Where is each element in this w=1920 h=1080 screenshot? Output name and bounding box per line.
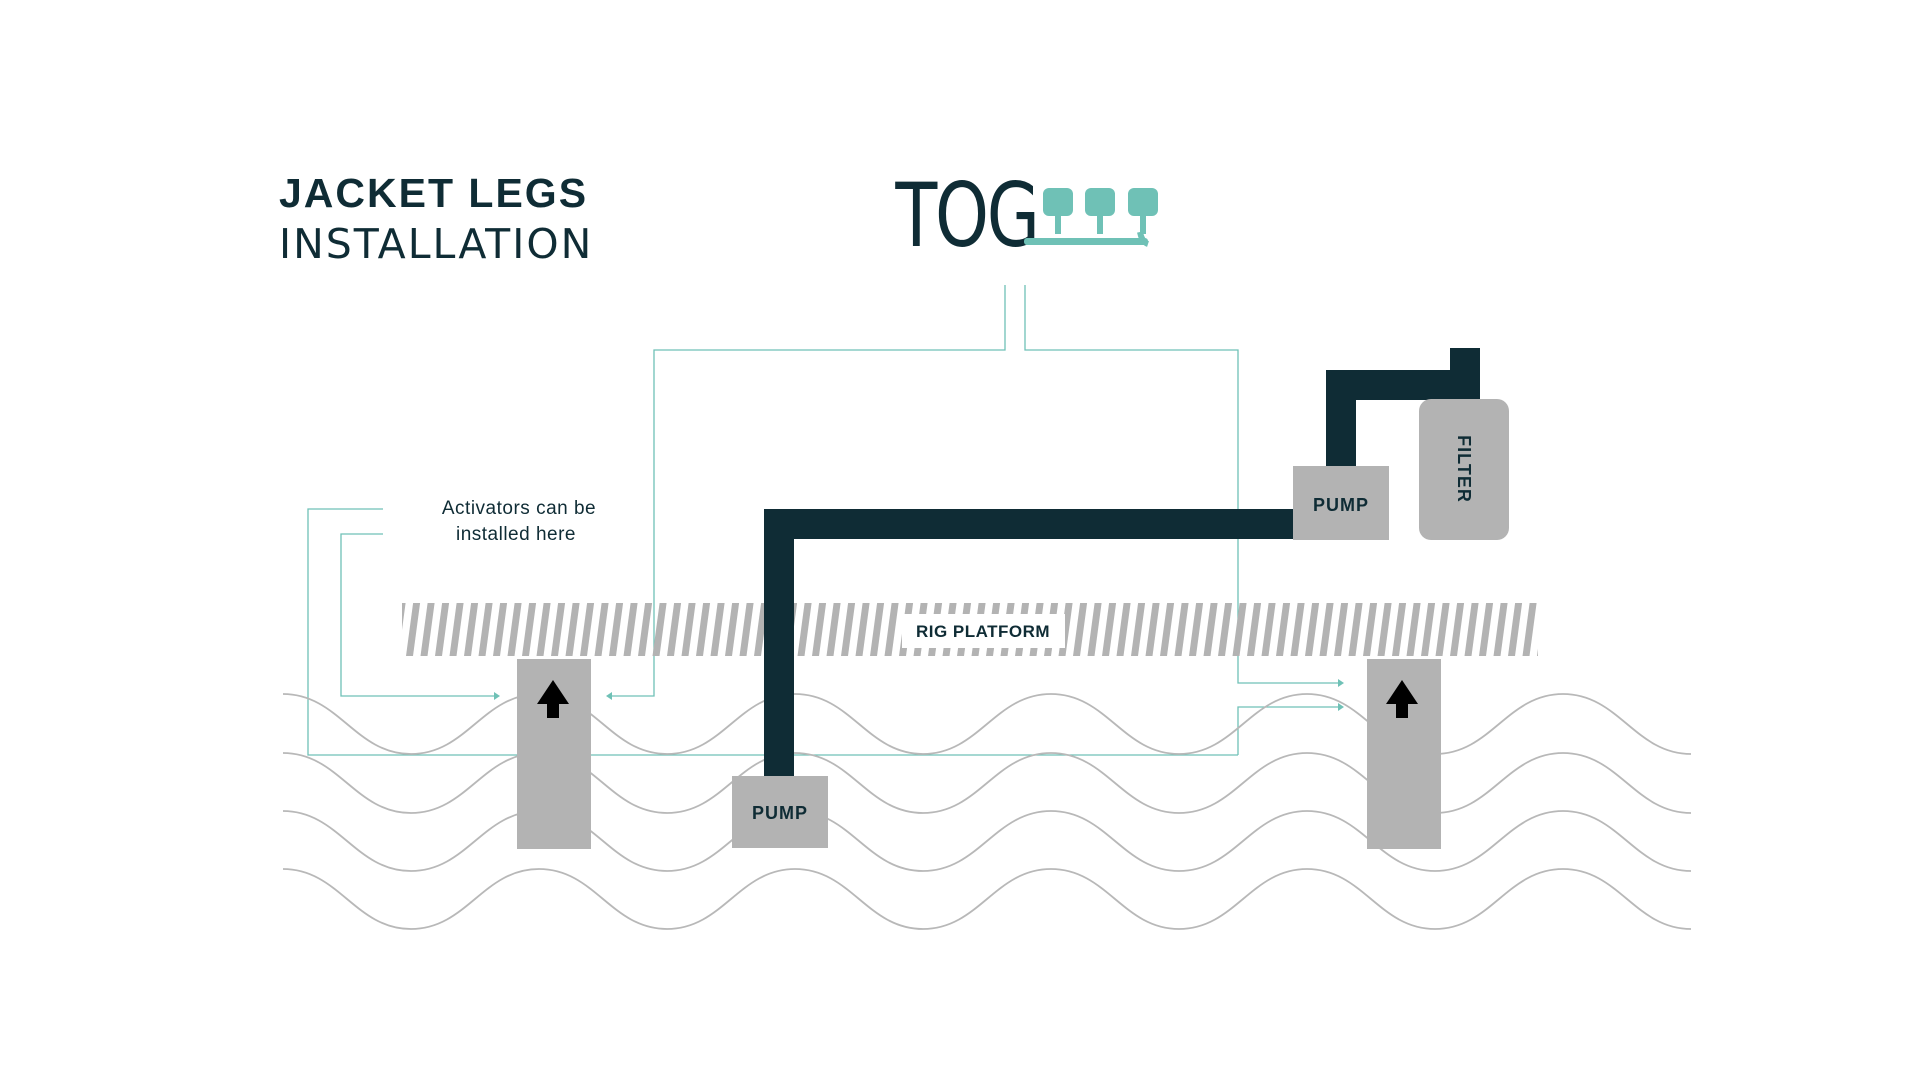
pump-left-label: PUMP xyxy=(752,803,808,823)
title-jacket-legs: JACKET LEGS xyxy=(279,170,589,216)
logo-text: TOG xyxy=(895,165,1038,268)
jacket-leg-right xyxy=(1367,659,1441,849)
annotation-line-2: installed here xyxy=(456,524,576,545)
filter-label: FILTER xyxy=(1454,435,1474,503)
arrow-up-icon xyxy=(537,680,569,718)
rig-platform: RIG PLATFORM xyxy=(402,603,1538,659)
pipe-main xyxy=(764,348,1480,780)
activators-annotation: Activators can be installed here xyxy=(442,498,596,545)
pump-left: PUMP xyxy=(732,776,828,848)
title-installation: INSTALLATION xyxy=(279,220,594,268)
jacket-leg-left xyxy=(517,659,591,849)
filter-unit: FILTER xyxy=(1419,399,1509,540)
arrow-up-icon xyxy=(1386,680,1418,718)
annotation-line-1: Activators can be xyxy=(442,498,596,519)
platform-label: RIG PLATFORM xyxy=(916,622,1050,641)
pump-right-label: PUMP xyxy=(1313,495,1369,515)
pump-right: PUMP xyxy=(1293,466,1389,540)
sea-waves xyxy=(282,693,1692,930)
tog-logo: TOG xyxy=(895,165,1158,268)
logo-node-icon xyxy=(1024,188,1158,247)
